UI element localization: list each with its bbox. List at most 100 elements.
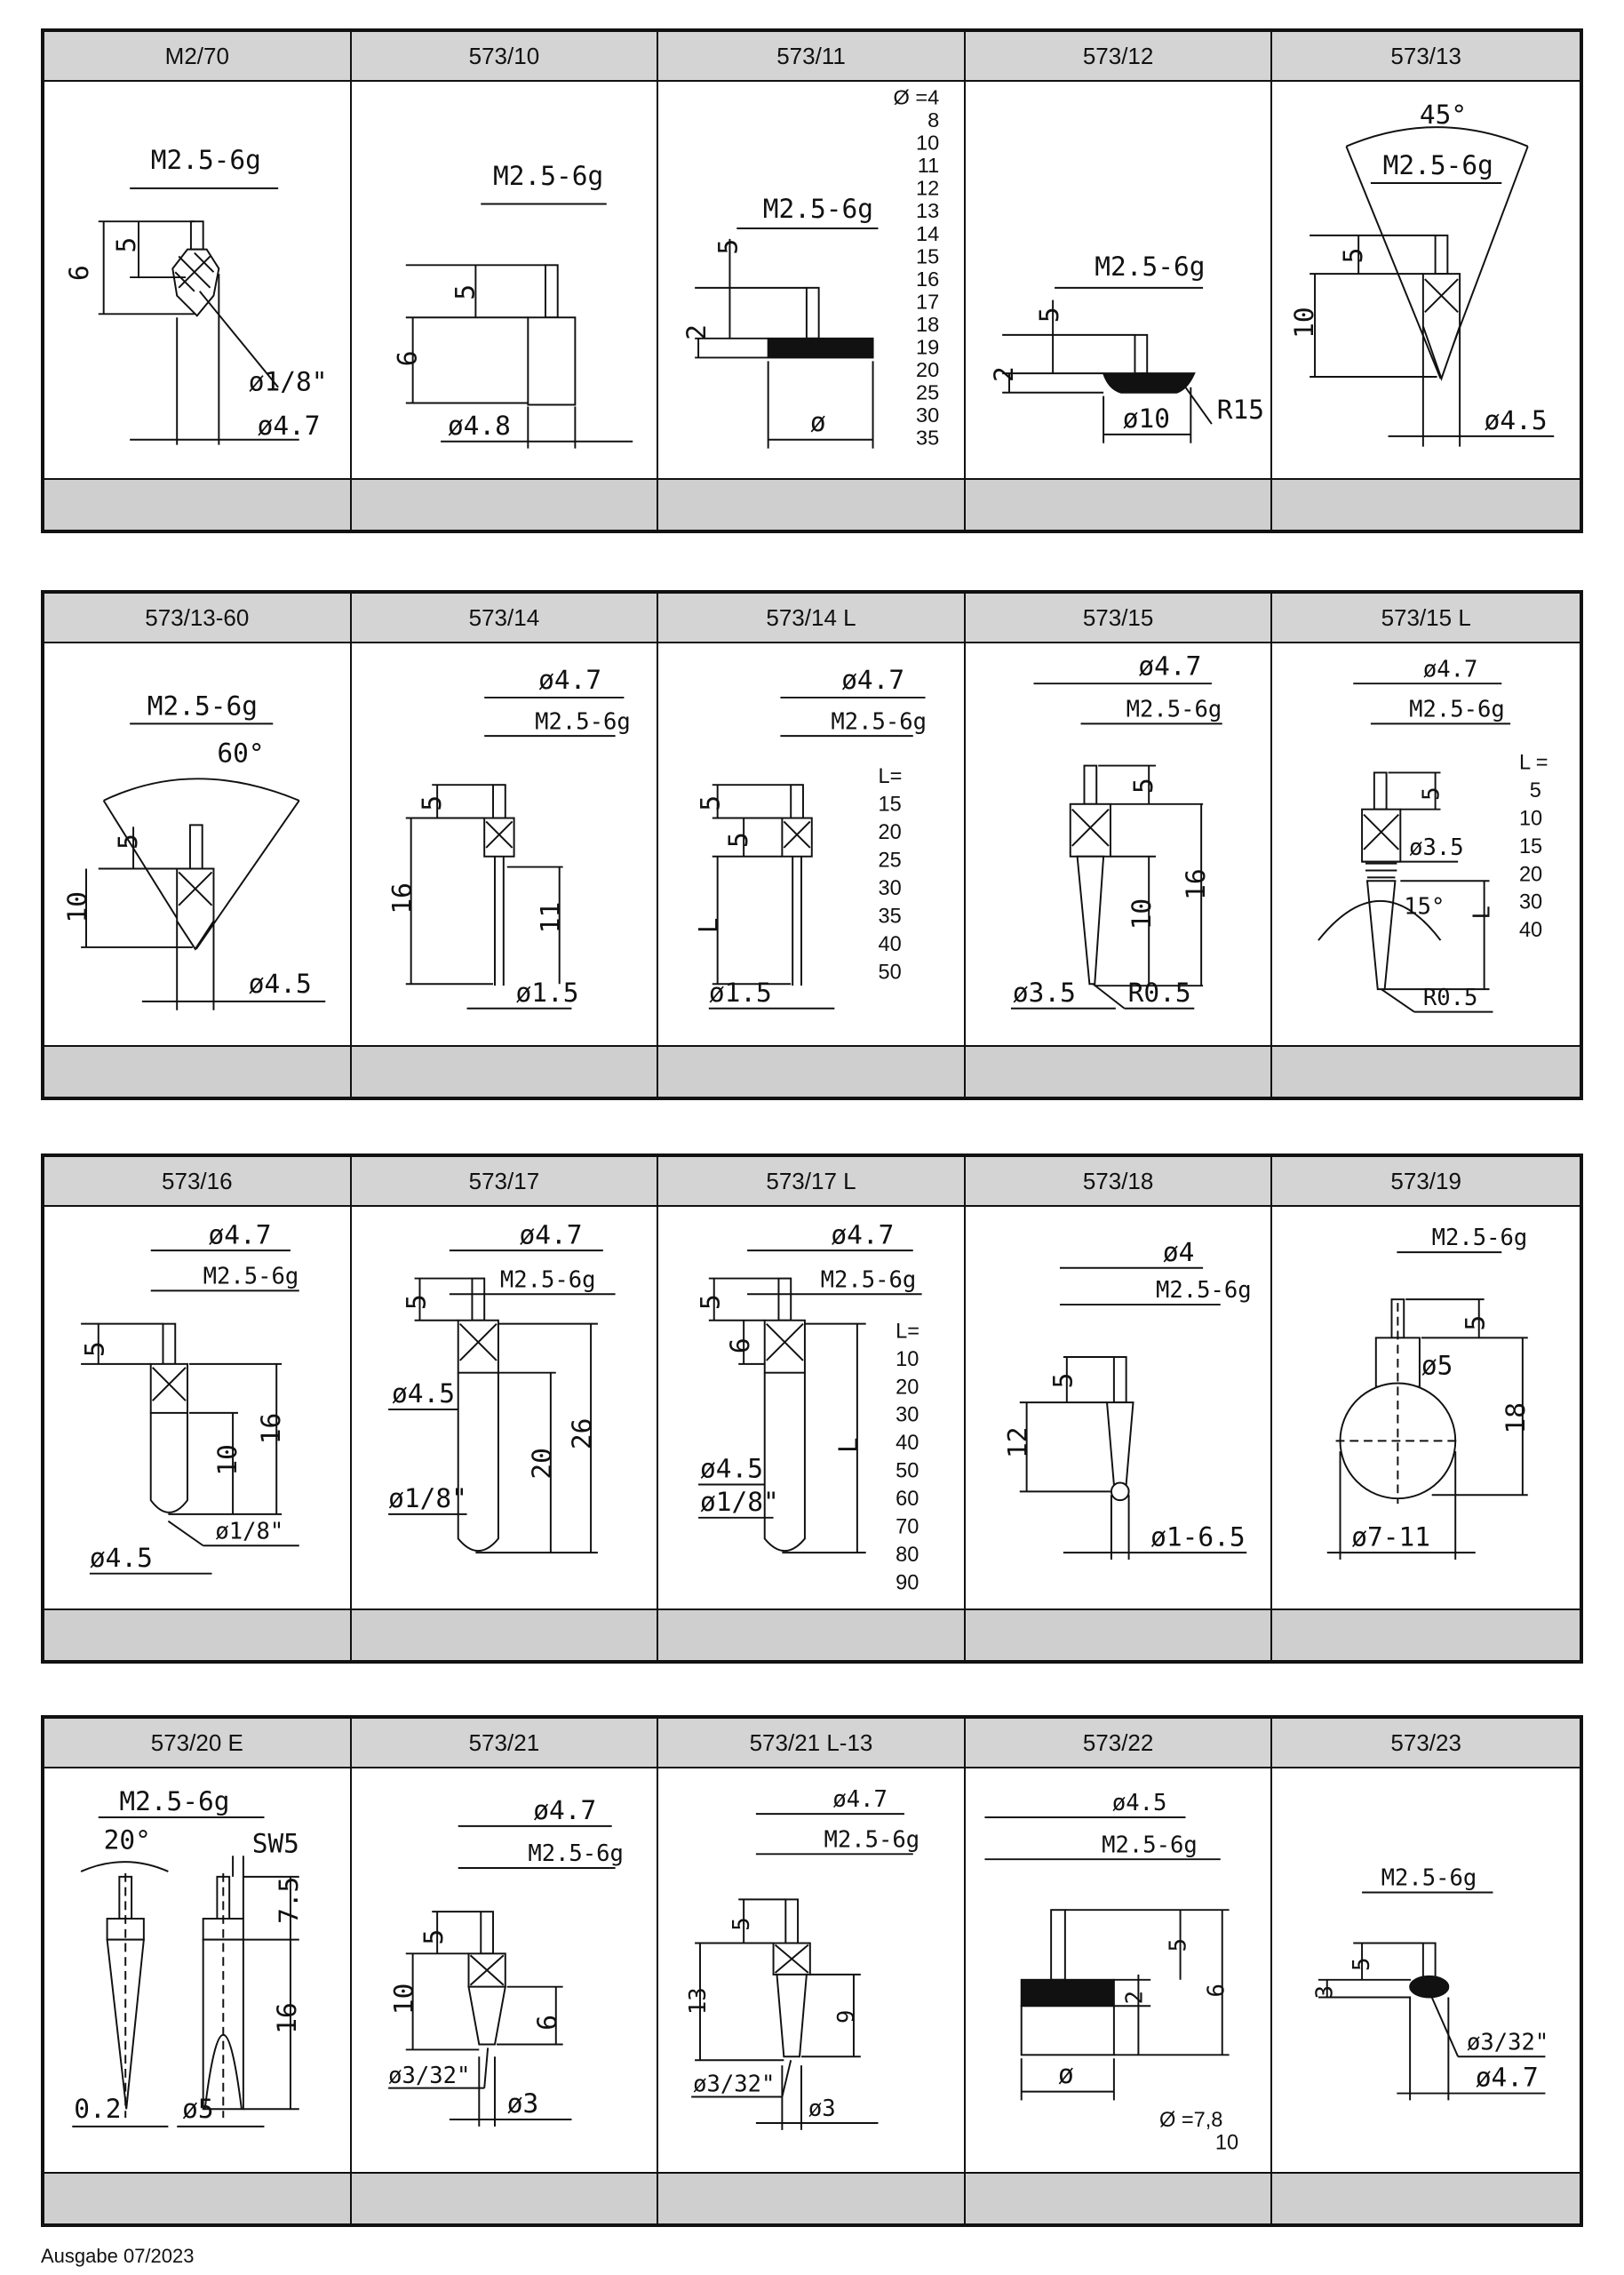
dim-label: 5 — [696, 1294, 726, 1310]
stylus-573-13-60-diagram: M2.5-6g 60° 5 10 ø4.5 — [62, 691, 326, 1010]
dim-label: ø4.7 — [209, 1219, 272, 1249]
length-list-item: L= — [879, 764, 903, 787]
dim-label: ø3.5 — [1013, 978, 1076, 1008]
table-footer-cell — [44, 1045, 352, 1097]
stylus-drawing: ø4.7 M2.5-6g 5 16 10 ø3.5 R0.5 — [966, 643, 1273, 1045]
dim-label: ø4.5 — [700, 1454, 763, 1484]
dim-label: ø1/8" — [388, 1483, 467, 1513]
column-header: 573/13-60 — [44, 594, 352, 643]
stylus-drawing: M2.5-6g 6 5 ø1/8" ø4.7 — [44, 82, 352, 478]
dim-label: 5 — [113, 834, 143, 850]
stylus-573-13-diagram: 45° M2.5-6g 5 10 ø4.5 — [1289, 100, 1555, 447]
column-header: 573/14 — [351, 594, 659, 643]
thread-label: M2.5-6g — [1432, 1225, 1528, 1251]
dim-label: 5 — [1349, 1958, 1375, 1971]
column-header: 573/11 — [658, 32, 966, 82]
column-header: M2/70 — [44, 32, 352, 82]
dim-label: ø4.7 — [533, 1795, 596, 1825]
diameter-list-item: Ø =7,8 — [1159, 2108, 1222, 2131]
dim-label: R15 — [1217, 395, 1264, 425]
dim-label: 20 — [526, 1448, 556, 1479]
dim-label: 18 — [1501, 1402, 1531, 1433]
dim-label: 5 — [1128, 778, 1158, 794]
dim-label: 15° — [1405, 894, 1445, 921]
stylus-573-17-diagram: ø4.7 M2.5-6g 5 ø4.5 26 20 ø1/8" — [387, 1219, 616, 1554]
dim-label: 5 — [728, 1917, 755, 1930]
diameter-list-item: 19 — [916, 336, 939, 359]
thread-label: M2.5-6g — [151, 145, 261, 175]
stylus-table-4: 573/20 E 573/21 573/21 L-13 573/22 573/2… — [41, 1715, 1583, 2227]
stylus-573-14-l-diagram: ø4.7 M2.5-6g 5 5 L ø1.5 L= 15 20 25 30 3… — [694, 665, 927, 1010]
table-footer-cell — [658, 1608, 966, 1660]
stylus-drawing: ø4.7 M2.5-6g 5 13 9 ø3/32" ø3 — [658, 1768, 966, 2172]
length-list-item: 40 — [896, 1431, 919, 1454]
dim-label: R0.5 — [1127, 978, 1190, 1008]
dim-label: L — [1469, 906, 1496, 919]
table-footer-cell — [1272, 1608, 1580, 1660]
dim-label: 16 — [272, 2002, 302, 2033]
dim-label: ø4.5 — [392, 1378, 455, 1409]
stylus-drawing: ø4.7 M2.5-6g 5 ø3.5 15° L R0.5 L = 5 10 … — [1272, 643, 1580, 1045]
dim-label: ø4.5 — [1112, 1790, 1167, 1816]
column-header: 573/16 — [44, 1157, 352, 1207]
dim-label: ø4.7 — [1138, 651, 1201, 681]
length-list-item: 20 — [879, 820, 902, 843]
thread-label: M2.5-6g — [499, 1266, 595, 1293]
dim-label: ø4.7 — [1423, 656, 1478, 682]
stylus-drawing: M2.5-6g 2 5 ø Ø =4 8 10 11 12 13 14 15 1… — [658, 82, 966, 478]
dim-label: ø4.7 — [1476, 2063, 1539, 2093]
dim-label: ø1.5 — [709, 978, 772, 1008]
dim-label: 45° — [1420, 100, 1467, 130]
column-header: 573/23 — [1272, 1719, 1580, 1768]
dim-label: ø4.7 — [841, 665, 904, 695]
table-footer-cell — [965, 2172, 1273, 2223]
diameter-list-item: 13 — [916, 199, 939, 222]
dim-label: 5 — [450, 284, 480, 300]
stylus-drawing: ø4.5 M2.5-6g 5 2 6 ø Ø =7,8 10 — [966, 1768, 1273, 2172]
length-list-item: 20 — [896, 1375, 919, 1398]
dim-label: ø1-6.5 — [1150, 1521, 1245, 1552]
dim-label: L — [694, 917, 724, 933]
dim-label: 10 — [1126, 898, 1157, 930]
dim-label: 5 — [1338, 248, 1368, 264]
table-footer-cell — [351, 478, 659, 530]
column-header: 573/14 L — [658, 594, 966, 643]
dim-label: ø4.5 — [249, 969, 312, 999]
dim-label: ø — [1058, 2059, 1074, 2089]
table-footer-cell — [658, 2172, 966, 2223]
column-header: 573/21 L-13 — [658, 1719, 966, 1768]
stylus-drawing: ø4.7 M2.5-6g 5 16 11 ø1.5 — [352, 643, 659, 1045]
length-list-item: L = — [1519, 750, 1548, 773]
length-list-item: 40 — [879, 932, 902, 955]
dim-label: 5 — [696, 795, 726, 811]
column-header: 573/17 L — [658, 1157, 966, 1207]
table-footer-cell — [351, 1608, 659, 1660]
length-list-item: 25 — [879, 849, 902, 872]
table-footer-cell — [44, 1608, 352, 1660]
diameter-list-item: 30 — [916, 403, 939, 427]
column-header: 573/22 — [965, 1719, 1273, 1768]
thread-label: M2.5-6g — [1126, 697, 1222, 723]
dim-label: ø4.7 — [538, 665, 601, 695]
dim-label: 12 — [1002, 1427, 1032, 1458]
dim-label: L — [833, 1437, 864, 1453]
dim-label: 16 — [1181, 868, 1211, 899]
diameter-list-item: 11 — [918, 154, 939, 177]
dim-label: 26 — [567, 1418, 597, 1449]
dim-label: ø4.7 — [832, 1219, 895, 1249]
stylus-drawing: M2.5-6g 2 5 ø10 R15 — [966, 82, 1273, 478]
dim-label: 20° — [104, 1824, 151, 1855]
edition-label: Ausgabe 07/2023 — [41, 2245, 195, 2267]
diameter-list-item: 8 — [927, 108, 939, 132]
dim-label: 6 — [725, 1337, 755, 1353]
stylus-drawing: M2.5-6g 20° SW5 7.5 16 0.2 ø5 — [44, 1768, 352, 2172]
length-list-item: 10 — [1519, 806, 1542, 829]
stylus-drawing: ø4.7 M2.5-6g 5 16 10 ø1/8" ø4.5 — [44, 1207, 352, 1608]
diameter-list-item: 14 — [916, 222, 939, 245]
diameter-list-item: 18 — [916, 313, 939, 336]
column-header: 573/15 L — [1272, 594, 1580, 643]
stylus-573-19-diagram: M2.5-6g 5 ø5 18 ø7-11 — [1327, 1225, 1531, 1560]
dim-label: ø5 — [1421, 1351, 1453, 1381]
stylus-drawing: ø4.7 M2.5-6g 5 ø4.5 26 20 ø1/8" — [352, 1207, 659, 1608]
thread-label: M2.5-6g — [821, 1266, 917, 1293]
